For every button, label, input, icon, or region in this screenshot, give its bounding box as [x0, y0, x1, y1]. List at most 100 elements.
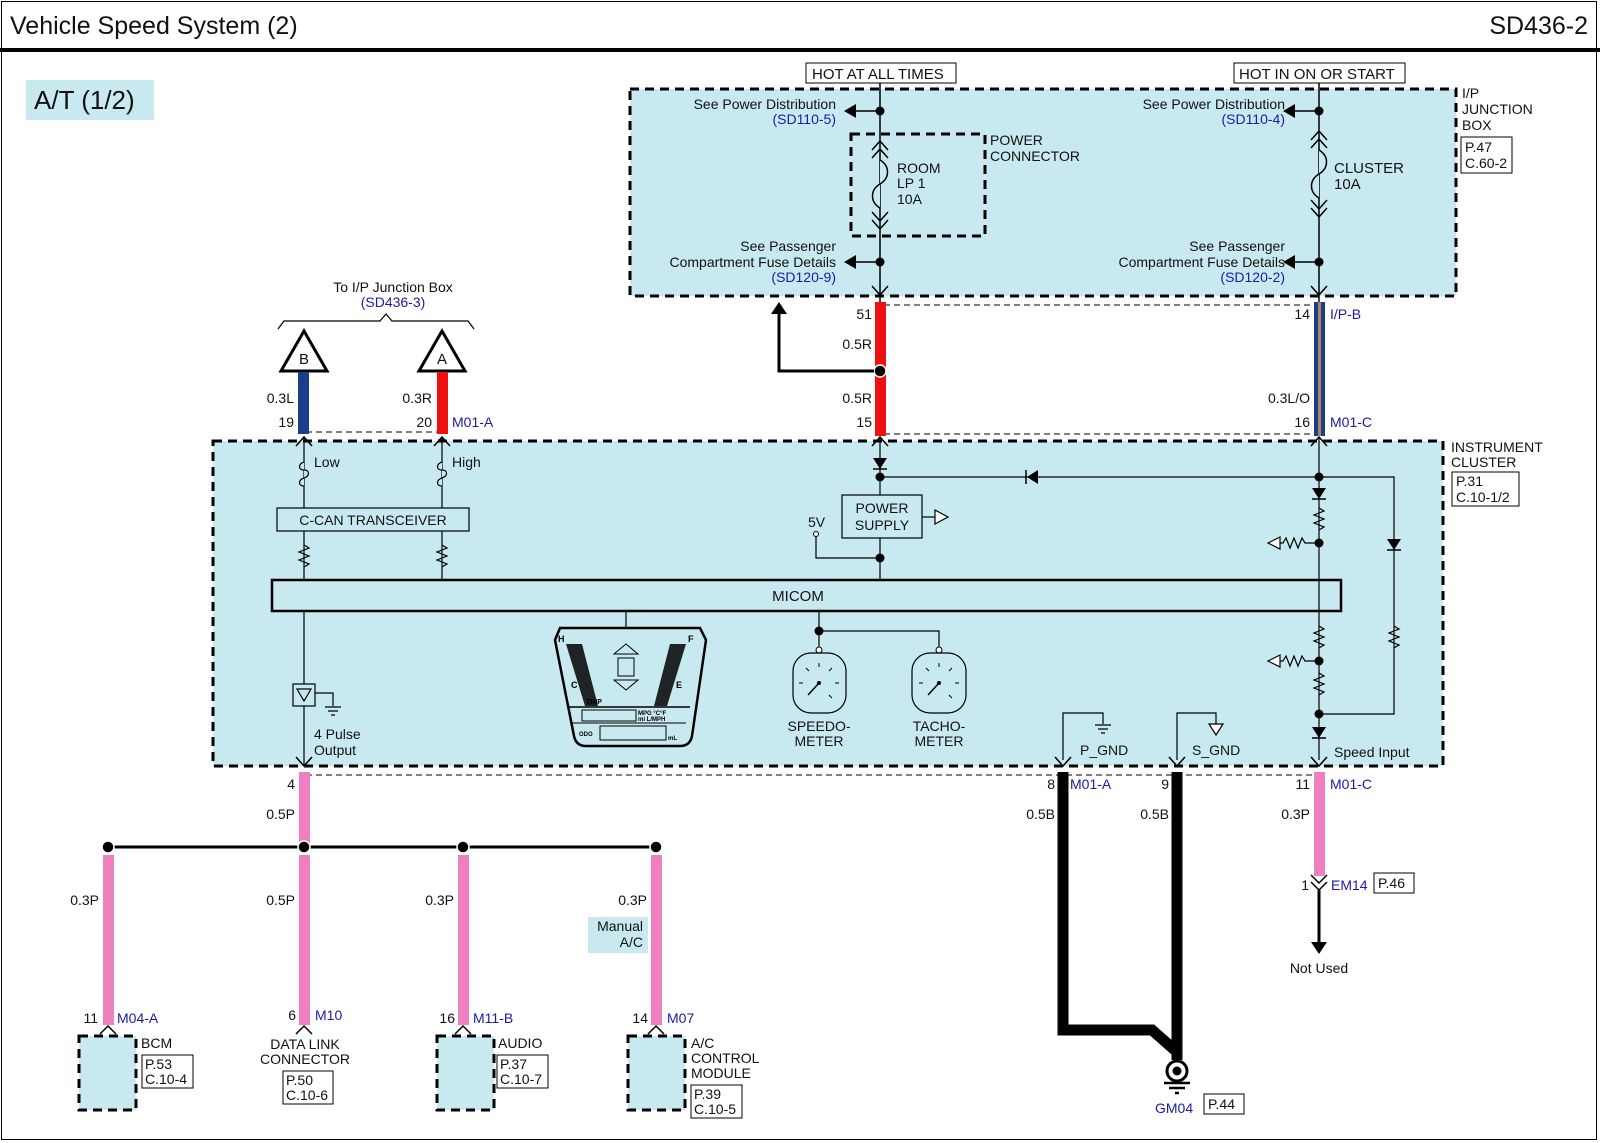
diode-icon: [1027, 470, 1038, 484]
see-passenger-right-2: Compartment Fuse Details: [1118, 254, 1285, 270]
data-link-ref-box: [282, 1070, 334, 1105]
pin-8: 8: [1047, 776, 1055, 792]
buffer-icon: [295, 688, 313, 703]
wire-size-upper: 0.5R: [842, 336, 872, 352]
module-ac-control: 0.3P Manual A/C 14 M07 A/C CONTROL MODUL…: [588, 855, 760, 1119]
pin-15: 15: [856, 414, 872, 430]
diode-icon: [873, 458, 887, 469]
lcd-h: H: [558, 634, 565, 644]
ref-sd110-4-link[interactable]: (SD110-4): [1221, 111, 1285, 127]
inductor-icon: [436, 461, 448, 487]
fuse-left-name-1: ROOM: [897, 160, 941, 176]
can-transceiver-label: C-CAN TRANSCEIVER: [299, 512, 447, 528]
micom-label: MICOM: [772, 588, 824, 605]
bcm-block[interactable]: [77, 1034, 138, 1112]
resistor-icon: [1280, 536, 1319, 550]
pin-9: 9: [1161, 776, 1169, 792]
module-wire-size: 0.3P: [618, 892, 647, 908]
module-ref-conn: C.10-5: [694, 1101, 736, 1117]
ground-gm04: GM04: [1155, 1100, 1193, 1116]
power-supply-label-2: SUPPLY: [855, 517, 910, 533]
see-passenger-right-1: See Passenger: [1189, 238, 1285, 254]
pulse-output-harness: 4 0.5P: [101, 772, 663, 854]
diode-icon: [1387, 539, 1401, 550]
connector-m01-c-bottom: M01-C: [1330, 776, 1372, 792]
tachometer-label-1: TACHO-: [913, 718, 966, 734]
cluster-label-1: INSTRUMENT: [1451, 439, 1543, 455]
resistor-icon: [297, 544, 311, 568]
can-bus-wires: To I/P Junction Box (SD436-3) B 0.3L 19 …: [267, 279, 494, 434]
arrow-left-icon: [1283, 255, 1295, 269]
ref-sd436-3-link[interactable]: (SD436-3): [361, 294, 426, 310]
lcd-odo: ODO: [579, 732, 593, 738]
ac-control-block[interactable]: [626, 1034, 687, 1112]
arrow-down-icon: [1311, 942, 1327, 954]
ground-point-icon: [1164, 1059, 1190, 1095]
fuse-left-rating: 10A: [897, 191, 923, 207]
lcd-e: E: [676, 680, 682, 690]
module-ref-conn: C.10-6: [286, 1087, 328, 1103]
connector-tag-a[interactable]: [416, 327, 468, 373]
module-ref-conn: C.10-4: [145, 1071, 187, 1087]
resistor-icon: [1312, 625, 1326, 649]
see-passenger-left-2: Compartment Fuse Details: [669, 254, 836, 270]
pin-20: 20: [416, 414, 432, 430]
see-power-distribution-right: See Power Distribution: [1143, 96, 1285, 112]
fuse-icon: [1310, 149, 1328, 199]
connector-tag-b[interactable]: [278, 327, 330, 373]
speed-input-label: Speed Input: [1334, 744, 1410, 760]
resistor-icon: [1280, 654, 1319, 668]
diode-icon: [1312, 727, 1326, 738]
inductor-icon: [298, 461, 310, 487]
ref-sd110-5-link[interactable]: (SD110-5): [772, 111, 836, 127]
section-badge: A/T (1/2): [26, 80, 154, 120]
wire-0-5r: 51 0.5R 0.5R 15: [771, 302, 887, 436]
module-data-link-connector: 0.5P 6 M10 DATA LINK CONNECTOR P.50 C.10…: [260, 855, 350, 1105]
resistor-icon: [1387, 625, 1401, 649]
pin-16: 16: [1294, 414, 1310, 430]
tag-b-label: B: [299, 351, 309, 368]
micom-block: [270, 578, 1343, 613]
module-connector: M07: [667, 1010, 694, 1026]
hot-in-on-or-start-label: HOT IN ON OR START: [1239, 66, 1395, 83]
fuse-left-name-2: LP 1: [897, 175, 926, 191]
speedometer-gauge-icon: [792, 646, 847, 714]
pulse-output-label-2: Output: [314, 742, 356, 758]
speedometer-label-2: METER: [795, 733, 844, 749]
wire-4-size: 0.5P: [266, 806, 295, 822]
module-audio: 0.3P 16 M11-B AUDIO P.37 C.10-7: [425, 855, 549, 1112]
lcd-ml: mL: [668, 736, 677, 742]
module-name-1: A/C: [691, 1035, 714, 1051]
module-name-2: CONTROL: [691, 1050, 760, 1066]
audio-block[interactable]: [435, 1034, 496, 1112]
manual-ac-label-2: A/C: [620, 934, 643, 950]
arrow-left-icon: [844, 104, 856, 118]
module-ref-page: P.37: [500, 1056, 527, 1072]
wire-11-size: 0.3P: [1281, 806, 1310, 822]
header-divider: [0, 48, 1600, 52]
wire-8-size: 0.5B: [1026, 806, 1055, 822]
junction-box-label-2: JUNCTION: [1462, 101, 1533, 117]
module-ref-page: P.53: [145, 1056, 172, 1072]
can-high-label: High: [452, 454, 481, 470]
junction-box-label-1: I/P: [1462, 85, 1479, 101]
module-ref-page: P.39: [694, 1086, 721, 1102]
resistor-icon: [1312, 507, 1326, 531]
speed-input-harness: 11 M01-C 0.3P 1 EM14 P.46 Not Used: [1281, 772, 1415, 976]
connector-m01-c: M01-C: [1330, 414, 1372, 430]
em14-pin: 1: [1301, 877, 1309, 893]
ref-sd120-2-link[interactable]: (SD120-2): [1220, 269, 1285, 285]
signal-ground-icon: [1266, 654, 1281, 668]
signal-ground-icon: [1266, 536, 1281, 550]
pin-51: 51: [856, 306, 872, 322]
power-connector-box: [849, 132, 987, 238]
em14-ref: P.46: [1378, 875, 1405, 891]
wire-size-right: 0.3L/O: [1268, 390, 1310, 406]
speedometer-label-1: SPEEDO-: [787, 718, 850, 734]
can-low-label: Low: [314, 454, 341, 470]
ref-sd120-9-link[interactable]: (SD120-9): [771, 269, 836, 285]
module-name: AUDIO: [498, 1035, 542, 1051]
ground-ref: P.44: [1208, 1096, 1235, 1112]
tag-a-label: A: [437, 351, 447, 368]
